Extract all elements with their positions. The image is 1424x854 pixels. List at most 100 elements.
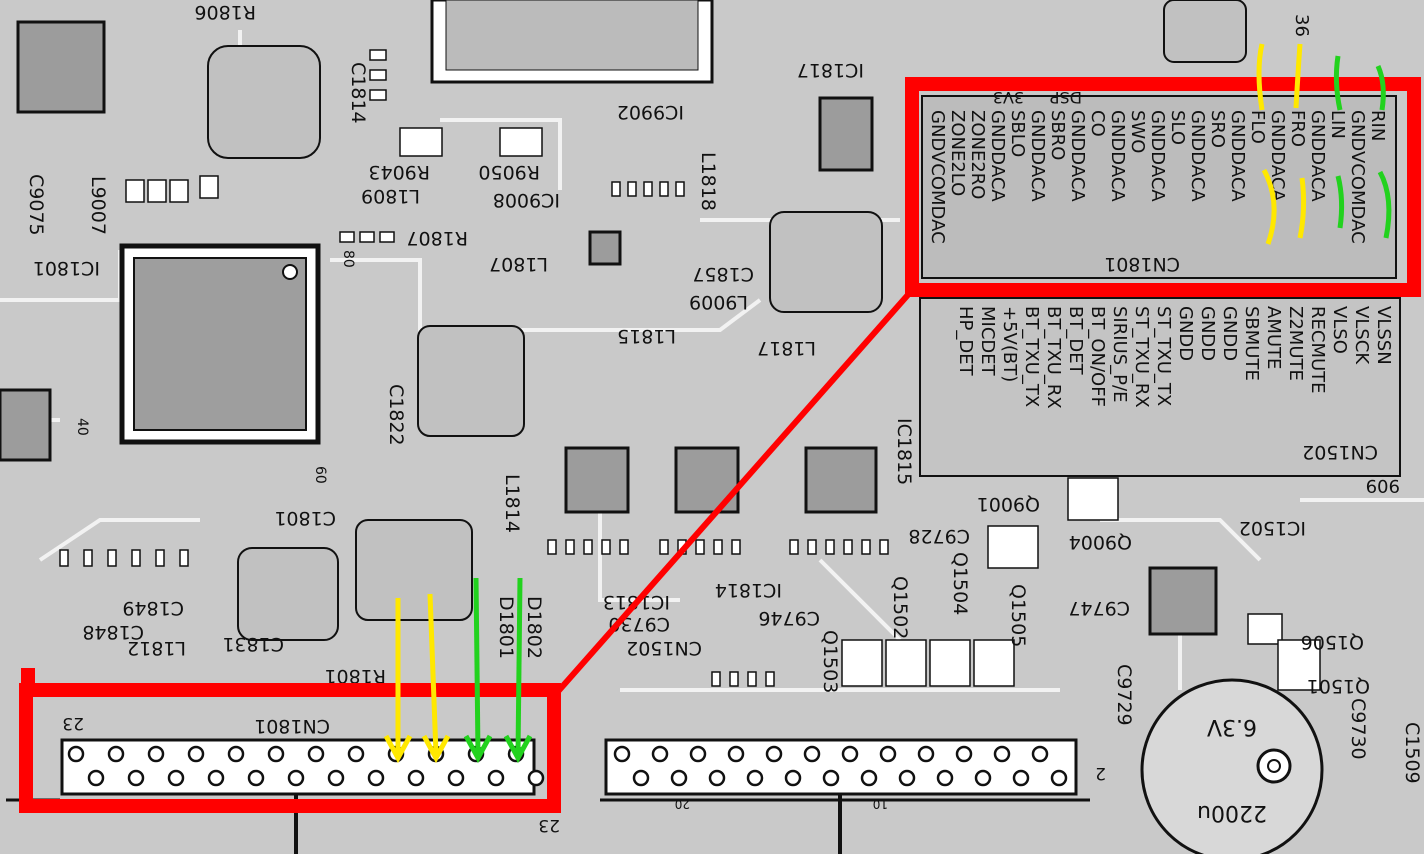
signal-label: GNDDACA: [1147, 110, 1168, 202]
green-mark: [1377, 170, 1392, 239]
label-ic1502: IC1502: [1239, 517, 1306, 539]
signal-label: GNDD: [1175, 306, 1196, 361]
signal-label: ZONE2LO: [947, 110, 968, 196]
label-r9043: R9043: [368, 161, 430, 183]
connector-pin: [898, 769, 916, 787]
cn1502-upper-panel: VLSSNVLSCKVLSORECMUTEZ2MUTEAMUTESBMUTEGN…: [919, 297, 1401, 477]
connector-pin: [87, 769, 105, 787]
connector-pin: [727, 745, 745, 763]
signal-label: FLO: [1247, 110, 1268, 144]
yellow-arrow: [383, 598, 413, 764]
connector-pin: [307, 745, 325, 763]
connector-pin: [955, 745, 973, 763]
signal-label: HP_DET: [955, 306, 976, 377]
connector-pin: [407, 769, 425, 787]
signal-label: SWO: [1127, 110, 1148, 153]
electrolytic-capacitor: 6.3V 2200u: [1140, 678, 1324, 854]
connector-pin: [247, 769, 265, 787]
label-l9007: L9007: [87, 176, 109, 235]
ic-small-chip: [588, 230, 622, 266]
pin-label-23b: 23: [538, 815, 560, 835]
cap-voltage-label: 6.3V: [1207, 714, 1257, 739]
yellow-arrow: [421, 593, 451, 764]
connector-pin: [936, 769, 954, 787]
signal-label: SRO: [1207, 110, 1228, 148]
yellow-mark: [1297, 177, 1307, 239]
signal-label: SBRO: [1047, 110, 1068, 160]
label-909: 909: [1366, 475, 1400, 496]
connector-pin: [879, 745, 897, 763]
cap-value-label: 2200u: [1197, 800, 1267, 825]
signal-label: SLO: [1167, 110, 1188, 145]
label-d1801: D1801: [495, 596, 517, 659]
connector-pin: [287, 769, 305, 787]
label-l1809: L1809: [361, 185, 420, 207]
cn1801-connector: [60, 738, 545, 796]
pin-label-2: 2: [1095, 763, 1106, 783]
label-c1831: C1831: [222, 633, 284, 655]
connector-pin: [1050, 769, 1068, 787]
label-c1848: C1848: [82, 621, 144, 643]
label-l1817: L1817: [757, 337, 816, 359]
signal-label: ST_TXU_TX: [1153, 306, 1174, 406]
signal-label: LIN: [1327, 110, 1348, 139]
label-c1814: C1814: [347, 62, 369, 124]
signal-label: VLSSN: [1373, 306, 1394, 365]
connector-pin: [670, 769, 688, 787]
label-c1822: C1822: [385, 384, 407, 446]
label-ic9902: IC9902: [617, 101, 684, 123]
label-c9747: C9747: [1068, 597, 1130, 619]
connector-pin: [487, 769, 505, 787]
connector-pin: [267, 745, 285, 763]
signal-label: FRO: [1287, 110, 1308, 147]
label-ic1801: IC1801: [33, 257, 100, 279]
signal-label: SBLO: [1007, 110, 1028, 157]
signal-label: RECMUTE: [1307, 306, 1328, 394]
signal-label: GNDDACA: [1267, 110, 1288, 202]
label-ic1817: IC1817: [797, 59, 864, 81]
connector-pin: [1031, 745, 1049, 763]
signal-label: GNDVCOMDAC: [927, 110, 948, 244]
ic1801-chip: [119, 243, 321, 445]
label-l1815: L1815: [617, 325, 676, 347]
label-40: 40: [74, 418, 90, 436]
component-labels: R1806 C1814 IC1817 IC9902 R9043 R9050 L1…: [25, 1, 1423, 835]
red-connector-line: [551, 286, 917, 698]
connector-pin: [107, 745, 125, 763]
signal-label: BT_TXU_RX: [1043, 306, 1064, 409]
connector-pin: [841, 745, 859, 763]
label-cn1801-lower: CN1801: [254, 715, 330, 737]
signal-label: GNDDACA: [987, 110, 1008, 202]
label-c9730-right: C9730: [1347, 698, 1369, 760]
connector-pin: [632, 769, 650, 787]
label-q9004: Q9004: [1069, 531, 1132, 553]
label-80: 80: [340, 250, 356, 268]
signal-label: BT_TXU_TX: [1021, 306, 1042, 407]
green-arrow: [503, 577, 533, 764]
connector-pin: [613, 745, 631, 763]
green-mark: [1335, 175, 1345, 229]
ic1817-chip: [818, 96, 874, 172]
connector-pin: [147, 745, 165, 763]
signal-label: Z2MUTE: [1285, 306, 1306, 381]
signal-label: VLSO: [1329, 306, 1350, 354]
connector-pin: [689, 745, 707, 763]
ic1815-chip: [804, 446, 878, 514]
signal-label: GNDDACA: [1187, 110, 1208, 202]
label-c9075: C9075: [25, 174, 47, 236]
ic1502-chip: [1148, 566, 1218, 636]
signal-label: GNDDACA: [1027, 110, 1048, 202]
label-cn1502-upper: CN1502: [1302, 441, 1378, 463]
label-cn1502-lower: CN1502: [626, 637, 702, 659]
connector-pin: [1012, 769, 1030, 787]
connector-pin: [803, 745, 821, 763]
connector-pin: [784, 769, 802, 787]
signal-label: GNDDACA: [1307, 110, 1328, 202]
signal-label: +5V(BT): [999, 306, 1020, 382]
connector-pin: [187, 745, 205, 763]
chip-top-left: [16, 20, 106, 114]
label-c1509: C1509: [1401, 722, 1423, 784]
label-r1806: R1806: [194, 1, 256, 23]
connector-pin: [860, 769, 878, 787]
yellow-mark: [1261, 168, 1277, 245]
